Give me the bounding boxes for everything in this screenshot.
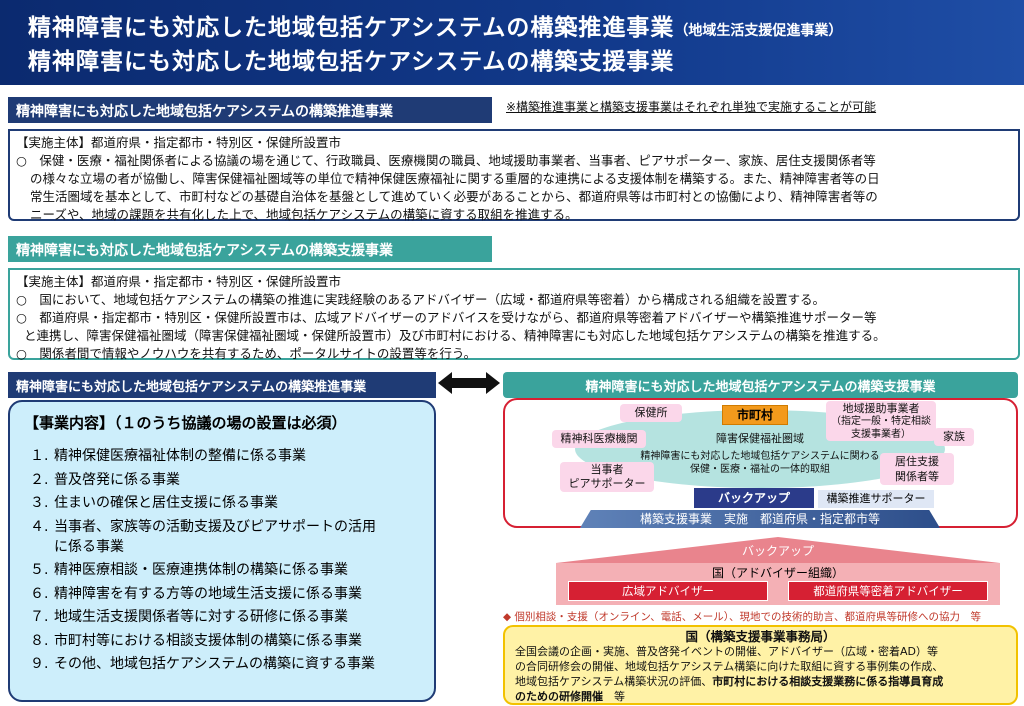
promotion-supporter-label: 構築推進サポーター [818, 490, 934, 508]
section1-line: 常生活圏域を基本として、市町村などの基礎自治体を基盤として進めていく必要があるこ… [30, 189, 878, 204]
section2-line: ○ 都道府県・指定都市・特別区・保健所設置市は、広域アドバイザーのアドバイスを受… [16, 310, 877, 325]
support-provider-label: 地域援助事業者 （指定一般・特定相談 支援事業者） [826, 401, 936, 441]
left-tab: 精神障害にも対応した地域包括ケアシステムの構築推進事業 [8, 372, 436, 398]
secretariat-line: の合同研修会の開催、地域包括ケアシステム構築に向けた取組に資する事例集の作成、 [515, 660, 944, 673]
peer-supporter-label: 当事者ピアサポーター [560, 462, 654, 492]
secretariat-line: のための研修開催 等 [515, 690, 625, 703]
family-label: 家族 [934, 428, 974, 446]
list-item: ４.当事者、家族等の活動支援及びピアサポートの活用に係る事業 [30, 518, 376, 555]
double-arrow-icon [438, 372, 500, 394]
section2-line: 【実施主体】都道府県・指定都市・特別区・保健所設置市 [16, 274, 342, 289]
wide-area-advisor: 広域アドバイザー [568, 581, 768, 601]
section2-line: ○ 関係者間で情報やノウハウを共有するため、ポータルサイトの設置等を行う。 [16, 346, 477, 361]
section1-line: の様々な立場の者が協働し、障害保健福祉圏域等の単位で精神保健医療福祉に関する重層… [30, 171, 880, 186]
center-text-2: 保健・医療・福祉の一体的取組 [690, 464, 830, 475]
business-content-box: 【事業内容】（１のうち協議の場の設置は必須） １.精神保健医療福祉体制の整備に係… [8, 400, 436, 702]
list-item: ６.精神障害を有する方等の地域生活支援に係る事業 [30, 585, 362, 602]
list-item: ８.市町村等における相談支援体制の構築に係る事業 [30, 632, 362, 649]
secretariat-line: 地域包括ケアシステム構築状況の評価、市町村における相談支援業務に係る指導員育成 [515, 675, 944, 688]
section1-tab: 精神障害にも対応した地域包括ケアシステムの構築推進事業 [8, 97, 492, 123]
backup-roof: バックアップ [556, 537, 1000, 563]
business-content-list: １.精神保健医療福祉体制の整備に係る事業 ２.普及啓発に係る事業 ３.住まいの確… [30, 446, 376, 678]
header-banner: 精神障害にも対応した地域包括ケアシステムの構築推進事業（地域生活支援促進事業） … [0, 0, 1024, 85]
section1-note: ※構築推進事業と構築支援事業はそれぞれ単独で実施することが可能 [506, 100, 877, 114]
housing-support-label: 居住支援関係者等 [880, 453, 954, 485]
hokenjo-label: 保健所 [620, 404, 682, 422]
section2-line: と連携し、障害保健福祉圏域（障害保健福祉圏域・保健所設置市）及び市町村における、… [24, 328, 886, 343]
list-item: ７.地域生活支援関係者等に対する研修に係る事業 [30, 609, 348, 625]
national-advisor-org: 国（アドバイザー組織） 広域アドバイザー 都道府県等密着アドバイザー [556, 563, 1000, 605]
area-label: 障害保健福祉圏域 [716, 432, 804, 445]
section2-tab: 精神障害にも対応した地域包括ケアシステムの構築支援事業 [8, 236, 492, 262]
section1-line: ○ 保健・医療・福祉関係者による協議の場を通じて、行政職員、医療機関の職員、地域… [16, 153, 876, 168]
right-tab: 精神障害にも対応した地域包括ケアシステムの構築支援事業 [503, 372, 1018, 398]
city-label: 市町村 [722, 405, 788, 425]
list-item: ３.住まいの確保と居住支援に係る事業 [30, 495, 278, 511]
header-title-note: （地域生活支援促進事業） [674, 23, 843, 39]
secretariat-line: 全国会議の企画・実施、普及啓発イベントの開催、アドバイザー（広域・密着AD）等 [515, 645, 938, 658]
section2-line: ○ 国において、地域包括ケアシステムの構築の推進に実践経験のあるアドバイザー（広… [16, 292, 826, 307]
center-text-1: 精神障害にも対応した地域包括ケアシステムに関わる [640, 451, 880, 462]
section1-line: ニーズや、地域の課題を共有化した上で、地域包括ケアシステムの構築に資する取組を推… [30, 207, 578, 222]
national-advisor-org-label: 国（アドバイザー組織） [711, 566, 844, 580]
national-secretariat-title: 国（構築支援事業事務局） [685, 629, 836, 644]
psychiatric-hospital-label: 精神科医療機関 [552, 430, 646, 448]
business-content-title: 【事業内容】（１のうち協議の場の設置は必須） [24, 414, 347, 432]
support-methods-note: ◆ 個別相談・支援（オンライン、電話、メール）、現地での技術的助言、都道府県等研… [503, 611, 982, 623]
list-item: ２.普及啓発に係る事業 [30, 471, 180, 488]
prefecture-bar: 構築支援事業 実施 都道府県・指定都市等 [580, 510, 940, 528]
header-title-2: 精神障害にも対応した地域包括ケアシステムの構築支援事業 [28, 49, 675, 75]
backup-label: バックアップ [694, 488, 814, 508]
list-item: ５.精神医療相談・医療連携体制の構築に係る事業 [30, 562, 348, 578]
section1-line: 【実施主体】都道府県・指定都市・特別区・保健所設置市 [16, 135, 342, 150]
list-item: ９.その他、地域包括ケアシステムの構築に資する事業 [30, 656, 376, 672]
section1-panel: 【実施主体】都道府県・指定都市・特別区・保健所設置市 ○ 保健・医療・福祉関係者… [8, 129, 1020, 222]
list-item: １.精神保健医療福祉体制の整備に係る事業 [30, 448, 306, 464]
backup-roof-label: バックアップ [741, 544, 814, 558]
section2-panel: 【実施主体】都道府県・指定都市・特別区・保健所設置市 ○ 国において、地域包括ケ… [8, 268, 1020, 361]
local-advisor: 都道府県等密着アドバイザー [788, 581, 988, 601]
header-title-1: 精神障害にも対応した地域包括ケアシステムの構築推進事業（地域生活支援促進事業） [28, 15, 843, 41]
national-secretariat-box: 国（構築支援事業事務局） 全国会議の企画・実施、普及啓発イベントの開催、アドバイ… [503, 625, 1018, 705]
